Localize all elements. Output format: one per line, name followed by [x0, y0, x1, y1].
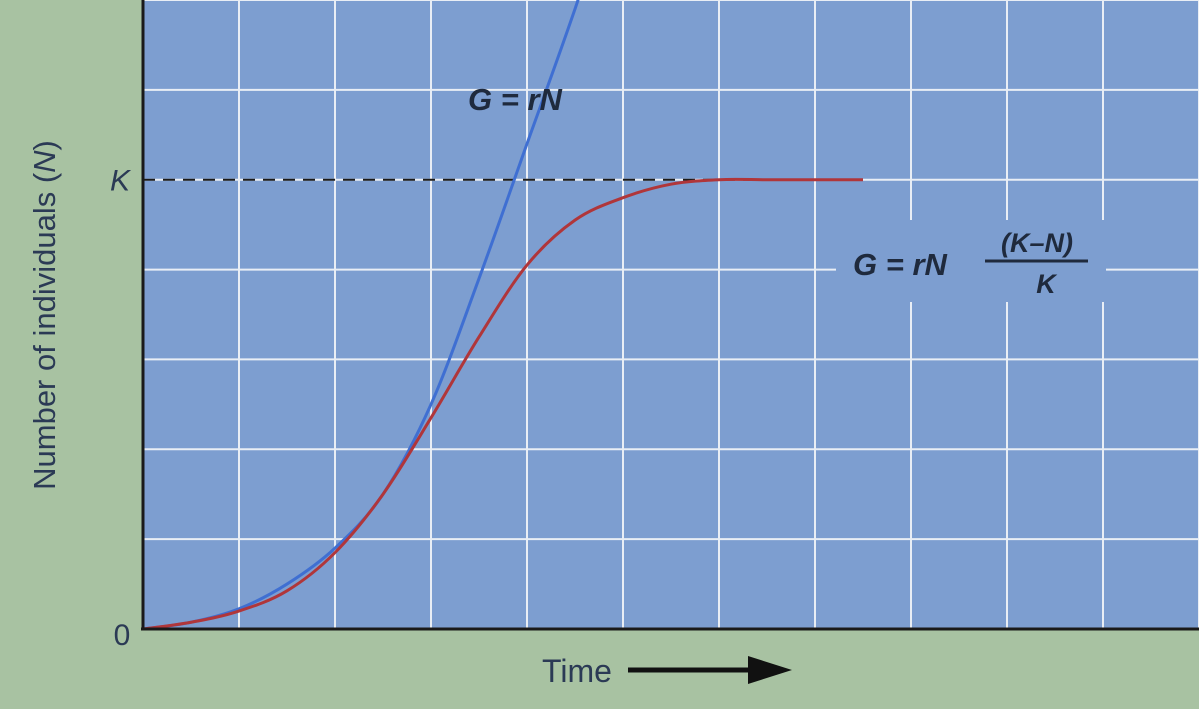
logistic-growth-curve	[142, 177, 863, 631]
y-axis-label: Number of individuals (N)	[27, 140, 62, 490]
y-axis-label-close: )	[27, 140, 62, 150]
x-axis-label: Time	[542, 653, 612, 689]
y-axis-label-variable: N	[27, 150, 62, 173]
plot-area	[143, 0, 1199, 630]
exponential-equation-label: G = rN	[468, 82, 563, 117]
logistic-equation-denominator: K	[1036, 269, 1058, 299]
logistic-equation-label: G = rN	[853, 247, 948, 282]
y-tick-label-zero: 0	[114, 619, 131, 652]
logistic-equation-numerator: (K–N)	[1001, 228, 1073, 258]
right-arrow-icon	[628, 656, 792, 684]
y-tick-label-k: K	[110, 165, 132, 198]
y-axis-label-text: Number of individuals (	[27, 172, 62, 490]
exponential-growth-curve	[142, 0, 580, 631]
